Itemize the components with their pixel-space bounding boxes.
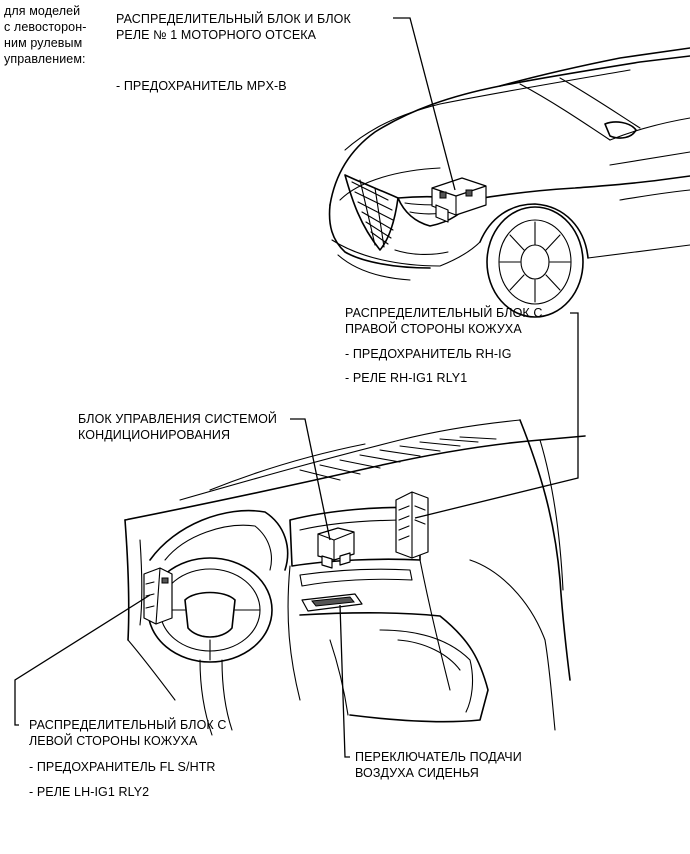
right-block-title-line-1: РАСПРЕДЕЛИТЕЛЬНЫЙ БЛОК С xyxy=(345,306,543,320)
left-relay-block-part xyxy=(143,567,173,625)
model-note-line-3: ним рулевым xyxy=(4,36,83,50)
ac-control-block-part xyxy=(317,527,355,569)
model-note-line-2: с левосторон- xyxy=(4,20,87,34)
right-block-title-line-2: ПРАВОЙ СТОРОНЫ КОЖУХА xyxy=(345,322,522,336)
seat-switch-title-line-1: ПЕРЕКЛЮЧАТЕЛЬ ПОДАЧИ xyxy=(355,750,522,764)
left-block-item-2: - РЕЛЕ LH-IG1 RLY2 xyxy=(29,785,150,799)
right-block-item-1: - ПРЕДОХРАНИТЕЛЬ RH-IG xyxy=(345,347,512,361)
model-note-line-1: для моделей xyxy=(4,4,81,18)
ac-block-title-line-2: КОНДИЦИОНИРОВАНИЯ xyxy=(78,428,231,442)
leader-lines xyxy=(14,17,579,758)
engine-block-title-line-2: РЕЛЕ № 1 МОТОРНОГО ОТСЕКА xyxy=(116,28,317,42)
seat-air-switch-part xyxy=(301,593,363,612)
ac-block-title-line-1: БЛОК УПРАВЛЕНИЯ СИСТЕМОЙ xyxy=(78,412,278,426)
engine-block-title-line-1: РАСПРЕДЕЛИТЕЛЬНЫЙ БЛОК И БЛОК xyxy=(116,12,351,26)
right-relay-block-part xyxy=(395,491,429,559)
seat-switch-title-line-2: ВОЗДУХА СИДЕНЬЯ xyxy=(355,766,479,780)
right-block-item-2: - РЕЛЕ RH-IG1 RLY1 xyxy=(345,371,468,385)
engine-relay-block-part xyxy=(431,177,487,223)
left-block-item-1: - ПРЕДОХРАНИТЕЛЬ FL S/HTR xyxy=(29,760,216,774)
dashboard-illustration xyxy=(124,419,586,736)
engine-block-item-1: - ПРЕДОХРАНИТЕЛЬ MPX-B xyxy=(116,79,287,93)
model-note-line-4: управлением: xyxy=(4,52,86,66)
left-block-title-line-1: РАСПРЕДЕЛИТЕЛЬНЫЙ БЛОК С xyxy=(29,718,227,732)
left-block-title-line-2: ЛЕВОЙ СТОРОНЫ КОЖУХА xyxy=(29,734,198,748)
car-illustration xyxy=(328,47,690,318)
